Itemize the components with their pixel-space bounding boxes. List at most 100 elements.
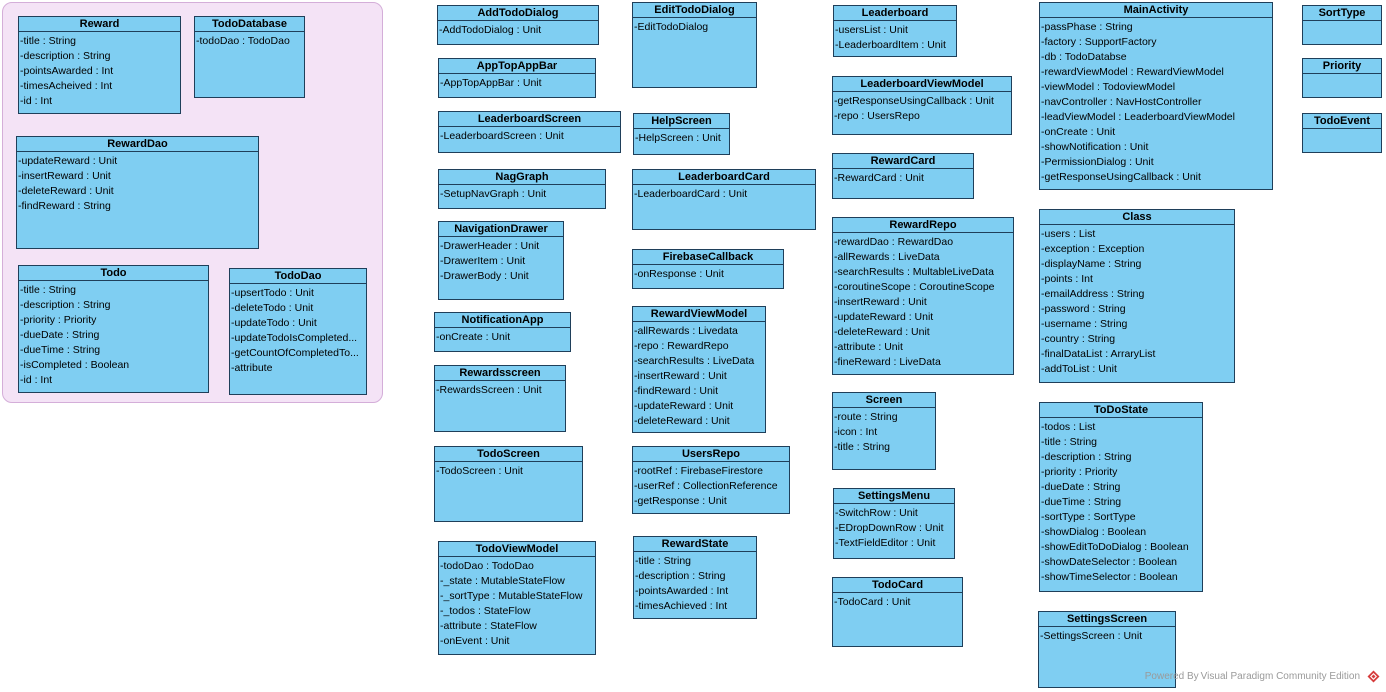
class-attributes: -SettingsScreen : Unit [1039,627,1175,644]
class-name: Priority [1303,59,1381,74]
class-attribute: -DrawerBody : Unit [440,270,529,282]
class-box-todostate[interactable]: ToDoState-todos : List-title : String-de… [1039,402,1203,592]
class-attribute: -findReward : String [18,200,111,212]
class-box-todocard[interactable]: TodoCard-TodoCard : Unit [832,577,963,647]
class-name: RewardState [634,537,756,552]
class-attributes: -upsertTodo : Unit-deleteTodo : Unit-upd… [230,284,366,376]
class-attribute: -allRewards : Livedata [634,325,738,337]
class-name: LeaderboardScreen [439,112,620,127]
class-name: RewardCard [833,154,973,169]
class-attribute: -showTimeSelector : Boolean [1041,571,1178,583]
class-attribute: -attribute : StateFlow [440,620,537,632]
class-attribute: -timesAcheived : Int [20,80,113,92]
class-box-todoscreen[interactable]: TodoScreen-TodoScreen : Unit [434,446,583,522]
class-attribute: -icon : Int [834,426,878,438]
class-box-settingsmenu[interactable]: SettingsMenu-SwitchRow : Unit-EDropDownR… [833,488,955,559]
class-attributes: -HelpScreen : Unit [634,129,729,146]
class-attribute: -RewardsScreen : Unit [436,384,542,396]
class-box-screen[interactable]: Screen-route : String-icon : Int-title :… [832,392,936,470]
class-attribute: -updateReward : Unit [834,311,934,323]
class-name: TodoViewModel [439,542,595,557]
class-attribute: -route : String [834,411,898,423]
class-attribute: -rootRef : FirebaseFirestore [634,465,763,477]
class-box-rewarddao[interactable]: RewardDao-updateReward : Unit-insertRewa… [16,136,259,249]
class-box-todoevent[interactable]: TodoEvent [1302,113,1382,153]
class-box-leaderboardviewmodel[interactable]: LeaderboardViewModel-getResponseUsingCal… [832,76,1012,135]
class-attribute: -allRewards : LiveData [834,251,940,263]
class-attribute: -DrawerHeader : Unit [440,240,540,252]
class-name: Screen [833,393,935,408]
class-name: SettingsMenu [834,489,954,504]
class-box-settingsscreen[interactable]: SettingsScreen-SettingsScreen : Unit [1038,611,1176,688]
class-box-rewardstate[interactable]: RewardState-title : String-description :… [633,536,757,619]
class-name: RewardRepo [833,218,1013,233]
class-box-addtododialog[interactable]: AddTodoDialog-AddTodoDialog : Unit [437,5,599,45]
class-name: HelpScreen [634,114,729,129]
class-attribute: -passPhase : String [1041,21,1133,33]
class-box-rewardrepo[interactable]: RewardRepo -rewardDao : RewardDao -allRewa… [832,217,1014,375]
class-attributes: -AppTopAppBar : Unit [439,74,595,91]
class-box-priority[interactable]: Priority [1302,58,1382,98]
class-attribute: -AppTopAppBar : Unit [440,77,542,89]
class-attributes: -AddTodoDialog : Unit [438,21,598,38]
class-attribute: -points : Int [1041,273,1093,285]
class-attributes: -todoDao : TodoDao -_state : MutableState… [439,557,595,649]
class-attribute: -priority : Priority [20,314,97,326]
class-attribute: -deleteReward : Unit [834,326,930,338]
class-attribute: -title : String [1041,436,1098,448]
class-attribute: -showNotification : Unit [1041,141,1149,153]
class-attributes: -getResponseUsingCallback : Unit -repo : … [833,92,1011,124]
class-box-helpscreen[interactable]: HelpScreen-HelpScreen : Unit [633,113,730,155]
class-box-leaderboardcard[interactable]: LeaderboardCard-LeaderboardCard : Unit [632,169,816,230]
class-attributes: -route : String-icon : Int-title : Strin… [833,408,935,455]
class-attributes: -updateReward : Unit-insertReward : Unit… [17,152,258,214]
class-attribute: -_state : MutableStateFlow [440,575,565,587]
class-attribute: -title : String [20,284,77,296]
class-attribute: -todoDao : TodoDao [196,35,290,47]
class-attribute: -TodoCard : Unit [834,596,911,608]
class-box-todoviewmodel[interactable]: TodoViewModel -todoDao : TodoDao -_state :… [438,541,596,655]
watermark-text: Powered By Visual Paradigm Community Edi… [1144,671,1360,682]
class-box-firebasecallback[interactable]: FirebaseCallback-onResponse : Unit [632,249,784,289]
class-attribute: -getResponseUsingCallback : Unit [834,95,994,107]
class-box-todo[interactable]: Todo-title : String-description : String… [18,265,209,393]
class-box-leaderboardscreen[interactable]: LeaderboardScreen-LeaderboardScreen : Un… [438,111,621,153]
class-attribute: -TextFieldEditor : Unit [835,537,936,549]
class-attribute: -description : String [635,570,726,582]
class-attribute: -coroutineScope : CoroutineScope [834,281,995,293]
class-attribute: -finalDataList : ArraryList [1041,348,1156,360]
class-box-notificationapp[interactable]: NotificationApp-onCreate : Unit [434,312,571,352]
class-box-class[interactable]: Class-users : List-exception : Exception… [1039,209,1235,383]
class-attribute: -SetupNavGraph : Unit [440,188,547,200]
class-attribute: -updateTodo : Unit [231,317,317,329]
class-box-navigationdrawer[interactable]: NavigationDrawer-DrawerHeader : Unit-Dra… [438,221,564,300]
class-box-mainactivity[interactable]: MainActivity-passPhase : String-factory … [1039,2,1273,190]
class-attribute: -PermissionDialog : Unit [1041,156,1154,168]
class-box-rewardsscreen[interactable]: Rewardsscreen-RewardsScreen : Unit [434,365,566,432]
class-attributes: -RewardCard : Unit [833,169,973,186]
class-attribute: -updateReward : Unit [634,400,734,412]
class-name: MainActivity [1040,3,1272,18]
class-box-tododatabase[interactable]: TodoDatabase-todoDao : TodoDao [194,16,305,98]
class-box-sorttype[interactable]: SortType [1302,5,1382,45]
class-attribute: -isCompleted : Boolean [20,359,130,371]
class-box-reward[interactable]: Reward-title : String-description : Stri… [18,16,181,114]
class-box-edittododialog[interactable]: EditTodoDialog-EditTodoDialog [632,2,757,88]
class-attribute: -emailAddress : String [1041,288,1145,300]
class-attribute: -TodoScreen : Unit [436,465,523,477]
class-attribute: -LeaderboardCard : Unit [634,188,748,200]
class-attributes: -LeaderboardScreen : Unit [439,127,620,144]
class-box-rewardcard[interactable]: RewardCard-RewardCard : Unit [832,153,974,199]
class-attribute: -db : TodoDatabse [1041,51,1127,63]
class-attribute: -rewardDao : RewardDao [834,236,954,248]
class-box-naggraph[interactable]: NagGraph-SetupNavGraph : Unit [438,169,606,209]
class-attribute: -todoDao : TodoDao [440,560,534,572]
class-box-leaderboard[interactable]: Leaderboard-usersList : Unit-Leaderboard… [833,5,957,57]
class-box-tododao[interactable]: TodoDao-upsertTodo : Unit-deleteTodo : U… [229,268,367,395]
class-attributes: -TodoCard : Unit [833,593,962,610]
class-box-usersrepo[interactable]: UsersRepo-rootRef : FirebaseFirestore-us… [632,446,790,514]
class-attribute: -repo : UsersRepo [834,110,920,122]
class-box-rewardviewmodel[interactable]: RewardViewModel-allRewards : Livedata-re… [632,306,766,433]
class-attribute: -addToList : Unit [1041,363,1117,375]
class-box-apptopappbar[interactable]: AppTopAppBar-AppTopAppBar : Unit [438,58,596,98]
